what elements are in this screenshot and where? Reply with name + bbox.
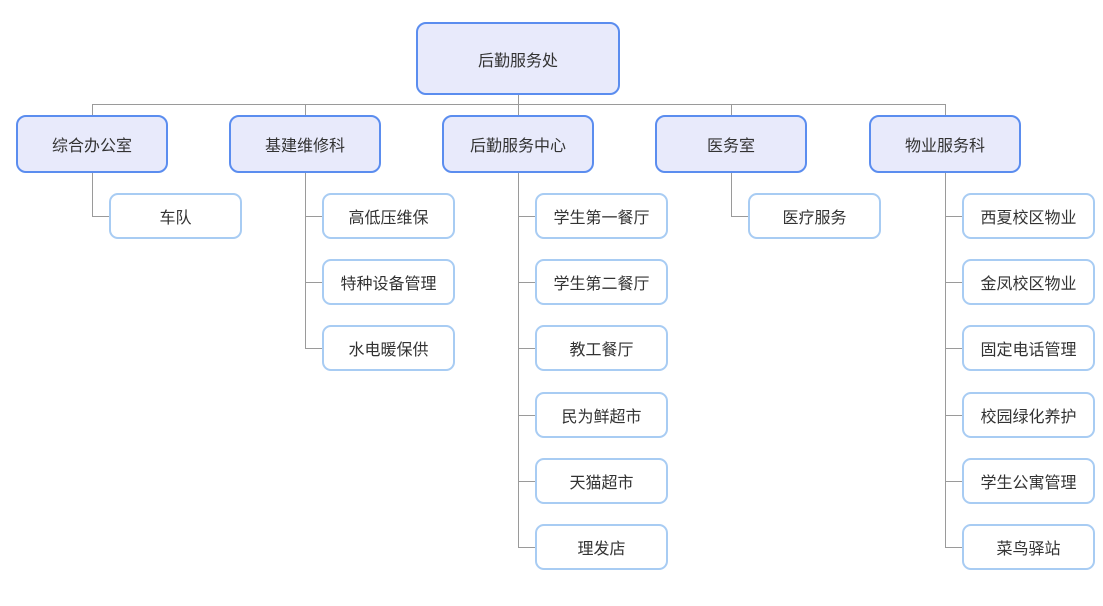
sub-label: 教工餐厅 bbox=[569, 340, 634, 359]
dept-node-3[interactable]: 医务室 bbox=[655, 115, 807, 173]
sub-node[interactable]: 金凤校区物业 bbox=[962, 259, 1095, 305]
sub-node[interactable]: 教工餐厅 bbox=[535, 325, 668, 371]
sub-node[interactable]: 学生第二餐厅 bbox=[535, 259, 668, 305]
sub-node[interactable]: 医疗服务 bbox=[748, 193, 881, 239]
dept-label: 基建维修科 bbox=[264, 136, 345, 155]
sub-node[interactable]: 理发店 bbox=[535, 524, 668, 570]
sub-label: 校园绿化养护 bbox=[980, 407, 1077, 426]
sub-label: 金凤校区物业 bbox=[980, 274, 1077, 293]
dept-node-0[interactable]: 综合办公室 bbox=[16, 115, 168, 173]
dept-node-1[interactable]: 基建维修科 bbox=[229, 115, 381, 173]
sub-node[interactable]: 菜鸟驿站 bbox=[962, 524, 1095, 570]
sub-label: 车队 bbox=[159, 208, 192, 227]
dept-label: 医务室 bbox=[706, 136, 755, 155]
sub-label: 特种设备管理 bbox=[340, 274, 437, 293]
sub-label: 理发店 bbox=[577, 539, 626, 558]
sub-node[interactable]: 固定电话管理 bbox=[962, 325, 1095, 371]
sub-node[interactable]: 校园绿化养护 bbox=[962, 392, 1095, 438]
dept-label: 物业服务科 bbox=[904, 136, 985, 155]
sub-label: 菜鸟驿站 bbox=[996, 539, 1061, 558]
sub-label: 医疗服务 bbox=[782, 208, 847, 227]
sub-node[interactable]: 学生公寓管理 bbox=[962, 458, 1095, 504]
sub-node[interactable]: 车队 bbox=[109, 193, 242, 239]
root-node[interactable]: 后勤服务处 bbox=[416, 22, 620, 95]
sub-node[interactable]: 学生第一餐厅 bbox=[535, 193, 668, 239]
sub-label: 学生第二餐厅 bbox=[553, 274, 650, 293]
sub-node[interactable]: 天猫超市 bbox=[535, 458, 668, 504]
sub-label: 水电暖保供 bbox=[348, 340, 429, 359]
sub-label: 天猫超市 bbox=[569, 473, 634, 492]
sub-node[interactable]: 特种设备管理 bbox=[322, 259, 455, 305]
dept-label: 后勤服务中心 bbox=[469, 136, 566, 155]
dept-label: 综合办公室 bbox=[51, 136, 132, 155]
dept-node-4[interactable]: 物业服务科 bbox=[869, 115, 1021, 173]
sub-label: 民为鲜超市 bbox=[561, 407, 642, 426]
sub-label: 固定电话管理 bbox=[980, 340, 1077, 359]
sub-label: 学生第一餐厅 bbox=[553, 208, 650, 227]
sub-label: 学生公寓管理 bbox=[980, 473, 1077, 492]
root-label: 后勤服务处 bbox=[477, 50, 558, 70]
sub-label: 高低压维保 bbox=[348, 208, 429, 227]
sub-node[interactable]: 水电暖保供 bbox=[322, 325, 455, 371]
sub-node[interactable]: 高低压维保 bbox=[322, 193, 455, 239]
sub-node[interactable]: 民为鲜超市 bbox=[535, 392, 668, 438]
sub-node[interactable]: 西夏校区物业 bbox=[962, 193, 1095, 239]
sub-label: 西夏校区物业 bbox=[980, 208, 1077, 227]
dept-node-2[interactable]: 后勤服务中心 bbox=[442, 115, 594, 173]
